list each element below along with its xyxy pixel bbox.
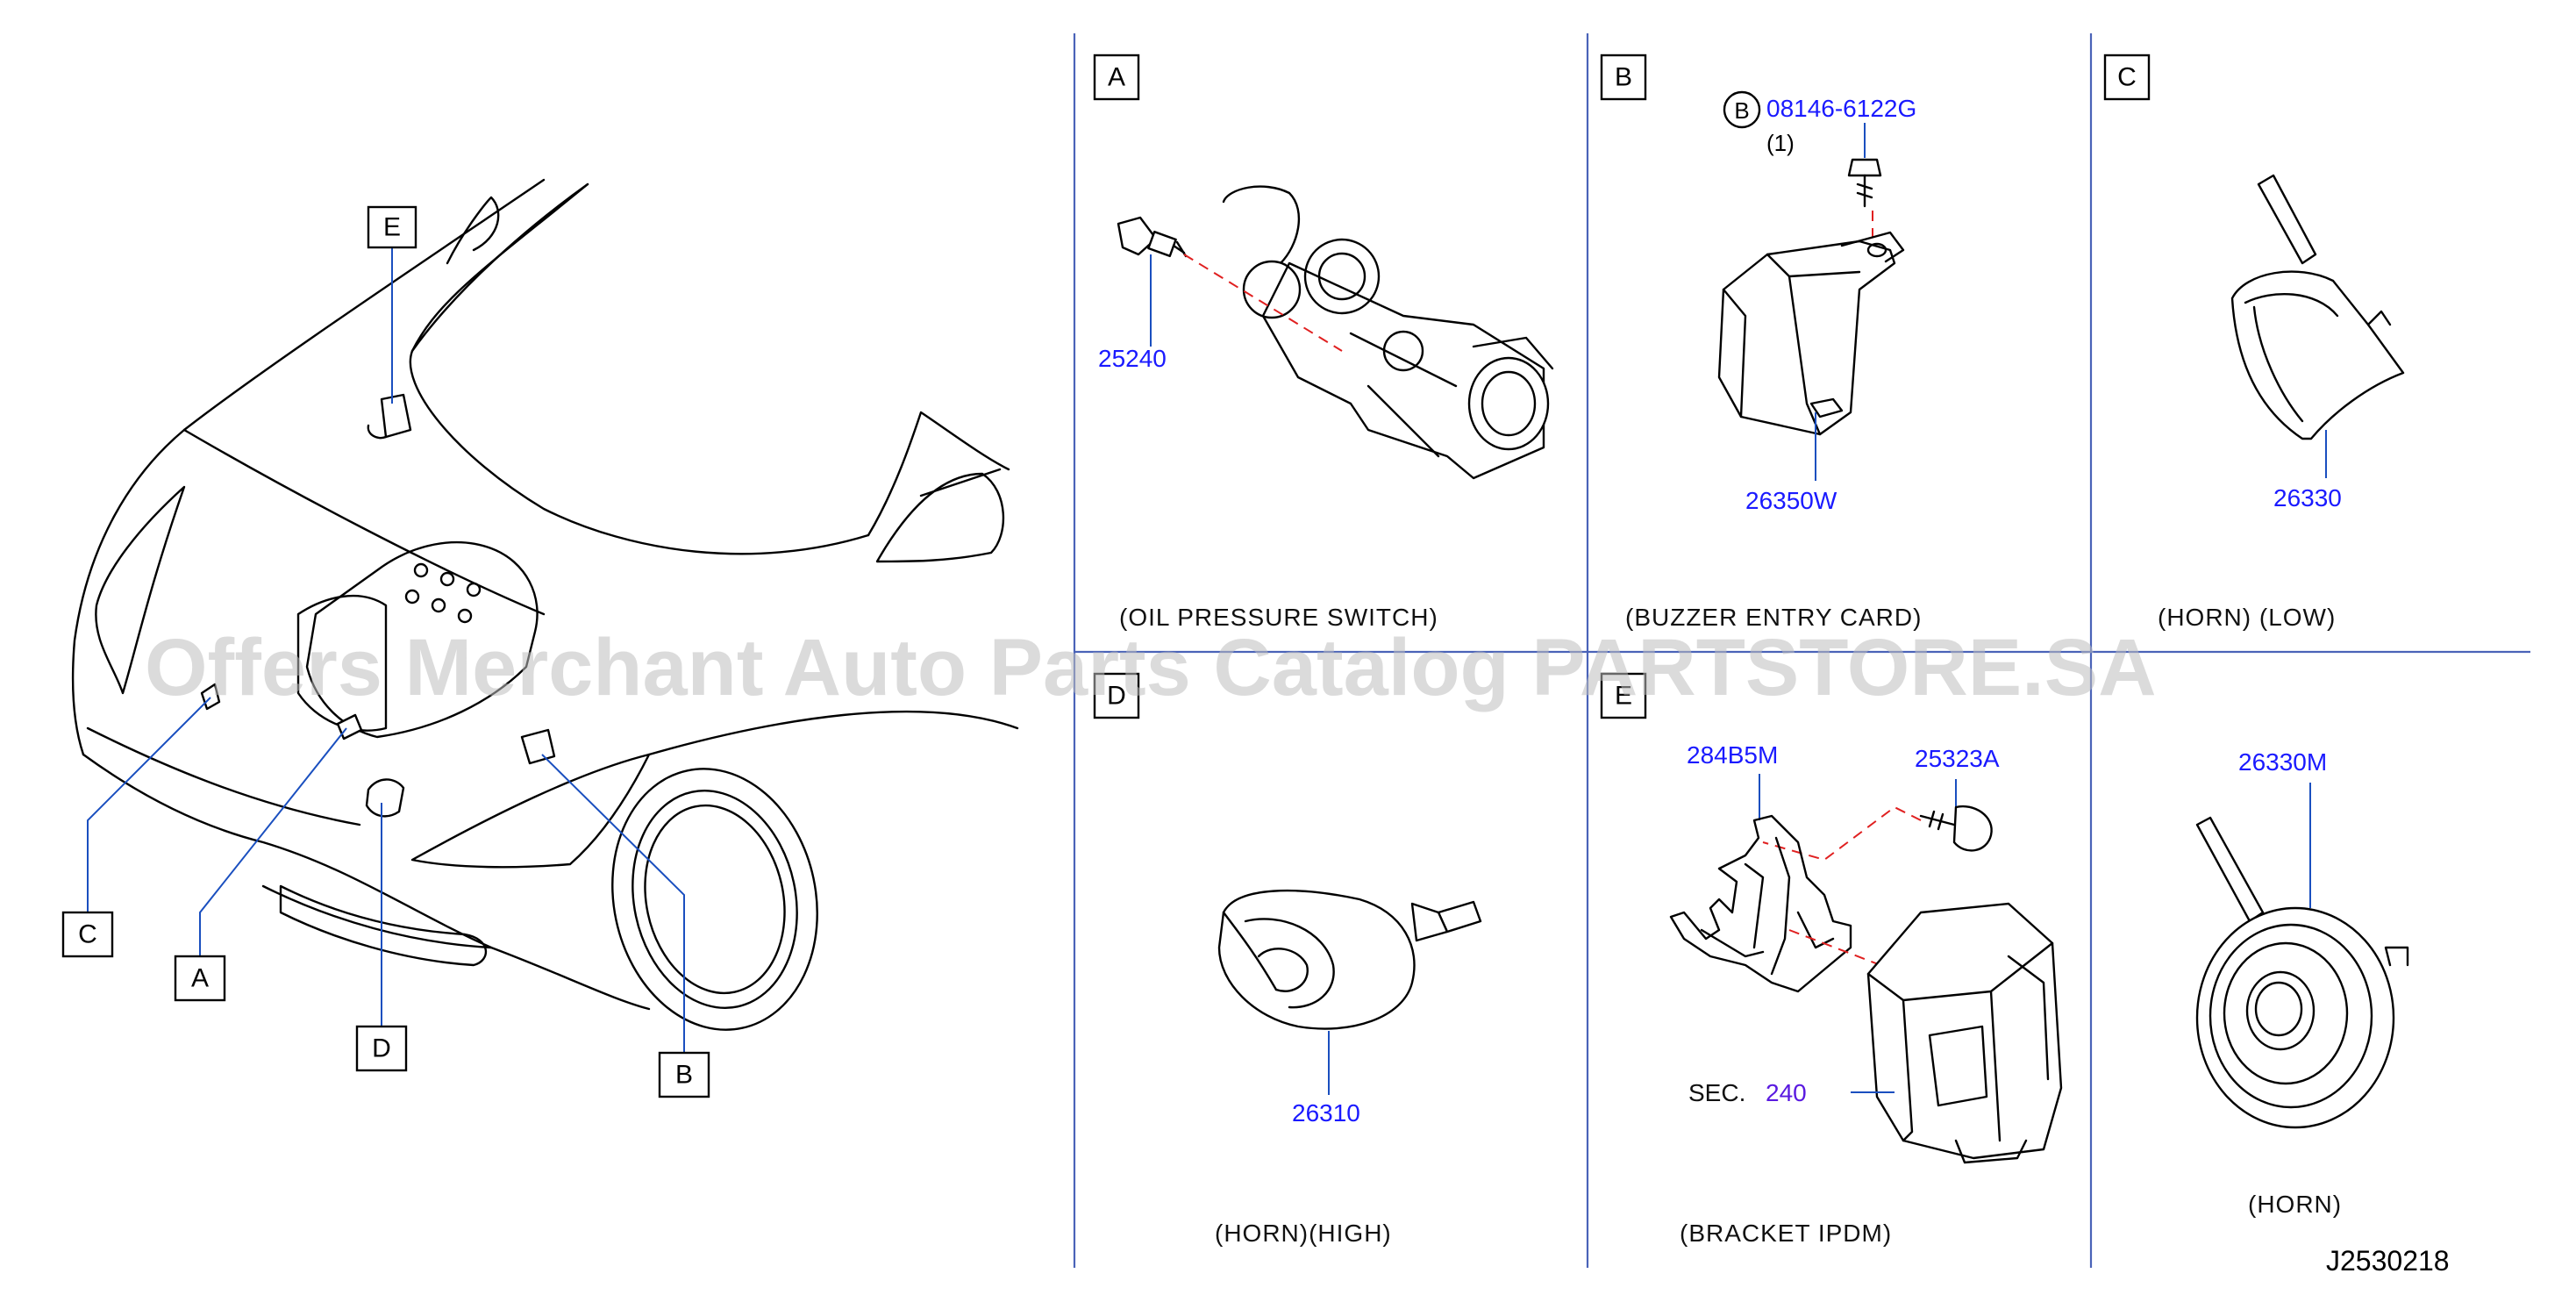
car-overview-illustration bbox=[71, 178, 1019, 1031]
svg-text:C: C bbox=[2117, 63, 2137, 92]
bolt-icon bbox=[1847, 158, 1882, 177]
part-number-25240[interactable]: 25240 bbox=[1098, 345, 1167, 372]
buzzer-location bbox=[520, 728, 556, 765]
panel-F-caption: (HORN) bbox=[2248, 1191, 2342, 1218]
buzzer-icon bbox=[1717, 231, 1905, 436]
svg-text:D: D bbox=[1107, 682, 1126, 711]
svg-text:C: C bbox=[78, 920, 97, 949]
panel-C-caption: (HORN) (LOW) bbox=[2158, 604, 2336, 631]
ipdm-location bbox=[380, 393, 412, 439]
overview-leaders bbox=[87, 247, 685, 1053]
section-reference-240[interactable]: 240 bbox=[1766, 1079, 1807, 1106]
section-label: SEC. bbox=[1688, 1079, 1745, 1106]
part-number-25323A[interactable]: 25323A bbox=[1915, 745, 2000, 772]
panel-C-letter: C bbox=[2103, 54, 2151, 101]
part-number-26330M[interactable]: 26330M bbox=[2238, 748, 2327, 776]
callout-C: C bbox=[61, 911, 114, 958]
panel-B-caption: (BUZZER ENTRY CARD) bbox=[1625, 604, 1922, 631]
panel-A-letter: A bbox=[1093, 54, 1140, 101]
panel-D-letter: D bbox=[1093, 672, 1140, 719]
callout-E: E bbox=[367, 205, 417, 249]
oil-pressure-switch-icon bbox=[1117, 216, 1188, 258]
panel-E-letter: E bbox=[1600, 672, 1647, 719]
ipdm-bracket-icon bbox=[1669, 814, 1852, 993]
svg-text:A: A bbox=[191, 964, 209, 993]
svg-text:B: B bbox=[675, 1061, 693, 1090]
bracket-bolt-icon bbox=[1919, 805, 1993, 852]
callout-B: B bbox=[658, 1051, 710, 1098]
panel-D-caption: (HORN)(HIGH) bbox=[1215, 1220, 1392, 1247]
svg-text:E: E bbox=[383, 213, 401, 242]
panel-E: E 284B5M 25323A bbox=[1600, 672, 2063, 1247]
horn-low-icon bbox=[2230, 174, 2405, 440]
bolt-callout: B 08146-6122G (1) bbox=[1723, 90, 1916, 237]
engine-cover-bolts bbox=[404, 562, 482, 624]
part-number-284B5M[interactable]: 284B5M bbox=[1687, 741, 1778, 769]
horn-high-location bbox=[365, 778, 405, 818]
part-number-08146-6122G[interactable]: 08146-6122G bbox=[1766, 95, 1916, 122]
svg-text:B: B bbox=[1734, 97, 1749, 124]
svg-text:D: D bbox=[372, 1034, 391, 1063]
panel-C: C 26330 (HORN) (LOW) bbox=[2103, 54, 2405, 631]
panel-A-caption: (OIL PRESSURE SWITCH) bbox=[1119, 604, 1438, 631]
engine-block-drawing bbox=[1222, 185, 1554, 480]
horn-icon bbox=[2195, 816, 2409, 1129]
callout-A: A bbox=[174, 955, 226, 1002]
svg-text:A: A bbox=[1108, 63, 1125, 92]
watermark: Offers Merchant Auto Parts Catalog PARTS… bbox=[145, 623, 2157, 712]
part-number-26310[interactable]: 26310 bbox=[1292, 1099, 1360, 1127]
svg-text:B: B bbox=[1615, 63, 1632, 92]
diagram-code: J2530218 bbox=[2326, 1245, 2450, 1277]
part-number-26330[interactable]: 26330 bbox=[2273, 484, 2342, 512]
panel-E-caption: (BRACKET IPDM) bbox=[1680, 1220, 1892, 1247]
bolt-quantity: (1) bbox=[1766, 130, 1795, 156]
part-number-26350W[interactable]: 26350W bbox=[1745, 487, 1837, 514]
panel-B-letter: B bbox=[1600, 54, 1647, 101]
panel-dividers bbox=[1073, 33, 2530, 1268]
ipdm-module-icon bbox=[1866, 902, 2063, 1164]
panel-D: D 26310 (HORN)(HIGH) bbox=[1093, 672, 1482, 1247]
horn-high-icon bbox=[1217, 889, 1482, 1030]
svg-text:E: E bbox=[1615, 682, 1632, 711]
panel-F: 26330M (HORN) bbox=[2195, 748, 2409, 1218]
callout-D: D bbox=[355, 1025, 408, 1072]
panel-A: A 25240 (OIL PRESSURE SWITCH) bbox=[1093, 54, 1554, 631]
panel-B: B B 08146-6122G (1) 26350W (BUZZER ENTRY… bbox=[1600, 54, 1922, 631]
